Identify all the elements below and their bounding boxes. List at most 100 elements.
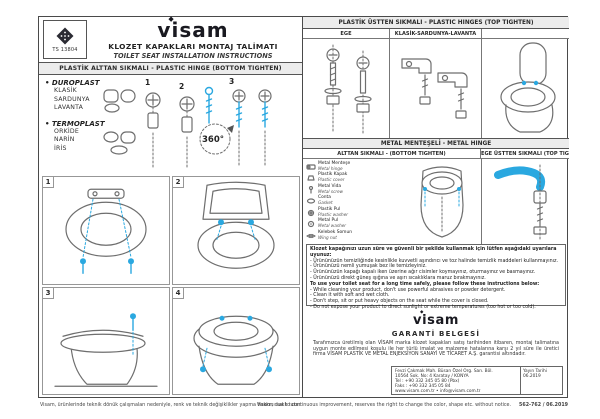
materials-list: • DUROPLAST KLASİK SARDUNYA LAVANTA • TE…: [45, 79, 141, 160]
ege-hinge-zone: [303, 39, 390, 138]
material-item: İRİS: [54, 144, 67, 152]
ege-hinge-diagram: [324, 44, 372, 136]
care-item-en: - Do not expose your product to direct s…: [310, 304, 536, 310]
part-label-tr: Conta: [318, 195, 331, 201]
contact-line: Yayın Tarihi: [523, 369, 547, 374]
brand-diamond-icon: ◆: [168, 15, 175, 23]
plastic-cover-icon: [307, 175, 315, 181]
wing-nut-icon: [306, 233, 316, 238]
care-item-tr: - Ürününüzü direkt güneş ışığına ve aşır…: [310, 275, 486, 281]
part-label-en: Plastic washer: [318, 211, 348, 217]
rotation-label: 360°: [202, 135, 224, 145]
footer-note-tr: Visam, ürünlerinde teknik dönük çalışmal…: [40, 403, 302, 408]
section-title-metal-hinge: METAL MENTEŞELİ - METAL HINGE: [303, 138, 569, 149]
rotation-arrow-icon: [227, 125, 234, 133]
material-item: NARİN: [54, 136, 75, 143]
metal-washer-icon: [307, 221, 315, 228]
right-page: PLASTİK ÜSTTEN SIKMALI - PLASTIC HINGES …: [303, 17, 569, 397]
warranty-brand-wordmark: visam◆: [413, 310, 459, 328]
plastic-top-diagrams: [303, 39, 569, 138]
metal-screw-icon: [308, 185, 314, 194]
part-label-en: Wing nut: [318, 234, 337, 240]
step-label-2: 2: [179, 82, 184, 91]
brand-area: visam◆ KLOZET KAPAKLARI MONTAJ TALİMATI …: [87, 16, 299, 61]
part-label-en: Metal hinge: [318, 165, 343, 171]
metal-model-headers: ALTTAN SIKMALI - (BOTTOM TIGHTEN) EGE ÜS…: [303, 149, 569, 159]
material-item: LAVANTA: [54, 104, 84, 111]
step-label-1: 1: [145, 78, 150, 87]
installation-panel-1: 1: [42, 176, 170, 285]
part-label-tr: Plastik Kapak: [318, 172, 348, 178]
contact-line: 06.2019: [523, 374, 541, 379]
installation-panels: 1 2: [42, 176, 300, 395]
contact-line: www.visam.com.tr • info@visam.com.tr: [395, 389, 481, 394]
seat-underside-diagram: [65, 188, 147, 274]
certification-logo: TS 13804: [43, 20, 87, 59]
panel-number: 2: [173, 177, 184, 188]
instruction-sheet: TS 13804 visam◆ KLOZET KAPAKLARI MONTAJ …: [38, 16, 569, 398]
brand-text: visam: [157, 18, 229, 42]
contact-line: Faks : +90 332 345 05 84: [395, 384, 451, 389]
toilet-plastic-zone: [482, 39, 569, 138]
contact-line: Fevzi Çakmak Mah. Büsan Özel Org. San. B…: [395, 369, 493, 374]
warranty-text: Tarafımızca üretilmiş olan VİSAM marka k…: [313, 341, 559, 358]
doc-title-tr: KLOZET KAPAKLARI MONTAJ TALİMATI: [108, 42, 278, 51]
care-intro-tr: Klozet kapağınızı uzun süre ve güvenli b…: [310, 247, 557, 258]
gasket-icon: [306, 198, 316, 204]
part-label-en: Gasket: [318, 200, 333, 206]
left-header: TS 13804 visam◆ KLOZET KAPAKLARI MONTAJ …: [39, 16, 302, 63]
care-item-en: - While cleaning your product, don't use…: [310, 287, 506, 293]
brand-wordmark: visam◆: [157, 16, 229, 42]
part-label-en: Metal washer: [318, 223, 347, 229]
seat-mounted-diagram: [193, 315, 279, 385]
care-item-tr: - Ürününüzün kapağı kapalı iken üzerine …: [310, 270, 536, 276]
material-item: ORKİDE: [54, 127, 79, 135]
step-label-3: 3: [229, 77, 234, 86]
contact-line: Tel : +90 332 345 05 80 (Pbx): [395, 379, 460, 384]
care-intro-en: To use your toilet seat for a long time …: [310, 281, 540, 287]
metal-lever-hinge-diagram: [494, 164, 547, 240]
part-label-tr: Metal Menteşe: [318, 160, 351, 166]
plastic-washer-icon: [307, 209, 315, 216]
warranty-title: GARANTİ BELGESİ: [391, 330, 481, 338]
contact-address: Fevzi Çakmak Mah. Büsan Özel Org. San. B…: [392, 367, 520, 394]
doc-title-en: TOILET SEAT INSTALLATION INSTRUCTIONS: [113, 52, 273, 60]
part-label-tr: Metal Vida: [318, 183, 342, 189]
seat-lid-open-diagram: [197, 181, 275, 269]
part-label-tr: Plastik Pul: [318, 206, 341, 212]
hinge-assembly-diagram: 1 2 3 360°: [145, 77, 272, 168]
plastic-top-model-headers: EGE KLASİK-SARDUNYA-LAVANTA: [303, 29, 569, 39]
panel-number: 4: [173, 287, 184, 299]
material-heading: • TERMOPLAST: [45, 119, 105, 128]
model-header-klasik: KLASİK-SARDUNYA-LAVANTA: [390, 29, 482, 39]
warranty-brand-text: visam: [413, 313, 459, 328]
doc-code: 562-762 / 06.2019: [519, 403, 568, 408]
toilet-front-diagram: [420, 166, 464, 238]
material-group-duroplast: • DUROPLAST KLASİK SARDUNYA LAVANTA: [45, 79, 141, 113]
panel-number: 1: [43, 177, 54, 188]
section-title-plastic-bottom: PLASTİK ALTTAN SIKMALI - PLASTIC HINGE (…: [39, 63, 302, 75]
contact-line: 10564 Sok. No: 4 Karatay / KONYA: [395, 374, 469, 379]
part-label-tr: Kelebek Somun: [318, 229, 353, 235]
part-label-en: Metal screw: [318, 188, 344, 194]
panel-number: 3: [43, 287, 54, 299]
lever-hinge-zone: [481, 159, 569, 244]
material-item: SARDUNYA: [54, 95, 90, 103]
klasik-hinge-zone: [390, 39, 482, 138]
left-page: TS 13804 visam◆ KLOZET KAPAKLARI MONTAJ …: [39, 16, 303, 397]
care-item-tr: - Ürününüzü nemli yumuşak bez ile temizl…: [310, 264, 427, 270]
metal-header-bottom: ALTTAN SIKMALI - (BOTTOM TIGHTEN): [303, 149, 481, 159]
cert-label: TS 13804: [52, 47, 78, 53]
part-label-en: Plastic cover: [318, 177, 345, 183]
warranty-brand-diamond-icon: ◆: [420, 310, 425, 315]
care-instructions: Klozet kapağınızı uzun süre ve güvenli b…: [306, 244, 566, 310]
installation-panel-3: 3: [42, 286, 170, 395]
